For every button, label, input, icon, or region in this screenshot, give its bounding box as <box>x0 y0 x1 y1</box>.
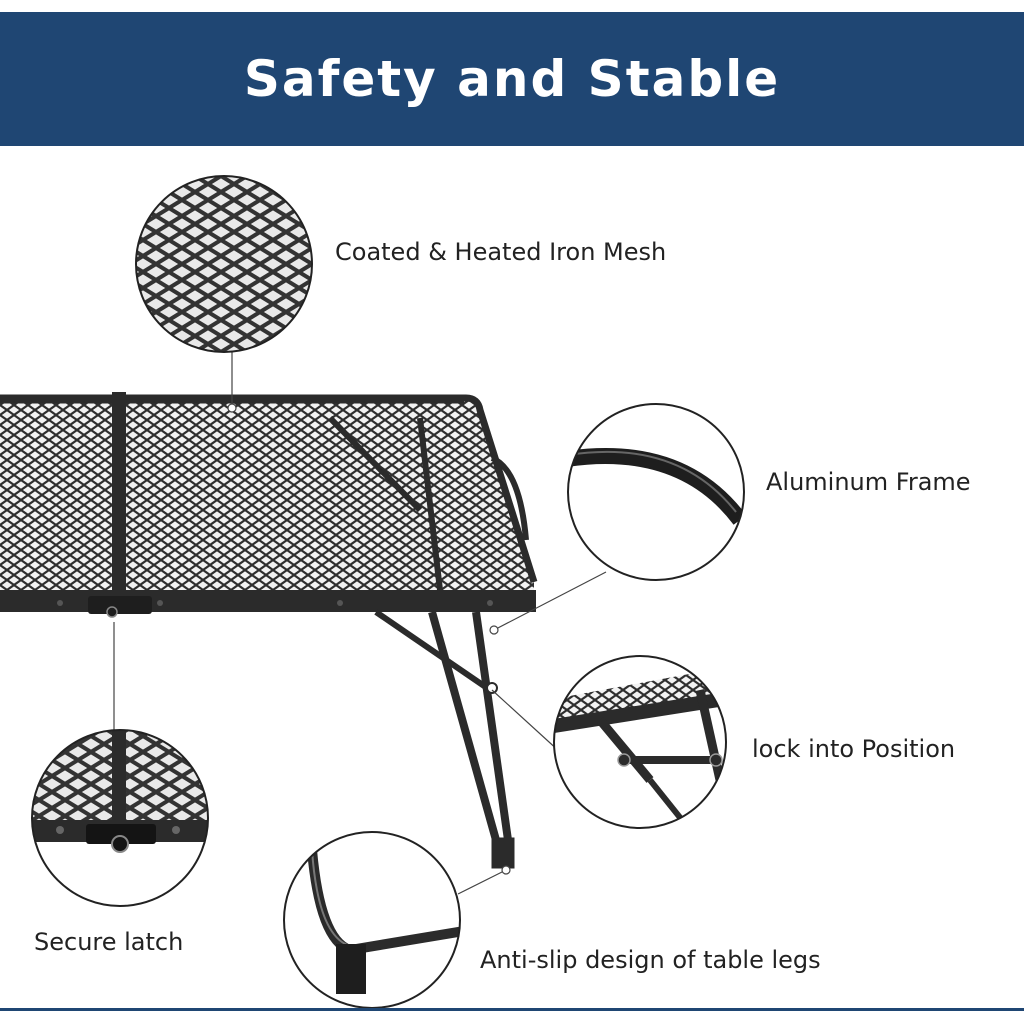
latch-detail-circle <box>31 729 209 907</box>
feature-label-mesh: Coated & Heated Iron Mesh <box>335 238 667 266</box>
title-banner: Safety and Stable <box>0 12 1024 146</box>
frame-detail-circle <box>567 403 745 581</box>
legs-detail-circle <box>283 831 461 1009</box>
mesh-detail-circle <box>135 175 313 353</box>
lock-detail-circle <box>553 655 727 829</box>
table-top <box>0 392 538 618</box>
bottom-divider <box>0 1008 1024 1011</box>
table-legs <box>374 609 515 869</box>
page-title: Safety and Stable <box>243 50 781 108</box>
leader-lines <box>113 352 607 895</box>
feature-label-latch: Secure latch <box>34 928 184 956</box>
feature-label-legs: Anti-slip design of table legs <box>480 946 821 974</box>
feature-label-lock: lock into Position <box>752 735 956 763</box>
feature-label-frame: Aluminum Frame <box>766 468 971 496</box>
